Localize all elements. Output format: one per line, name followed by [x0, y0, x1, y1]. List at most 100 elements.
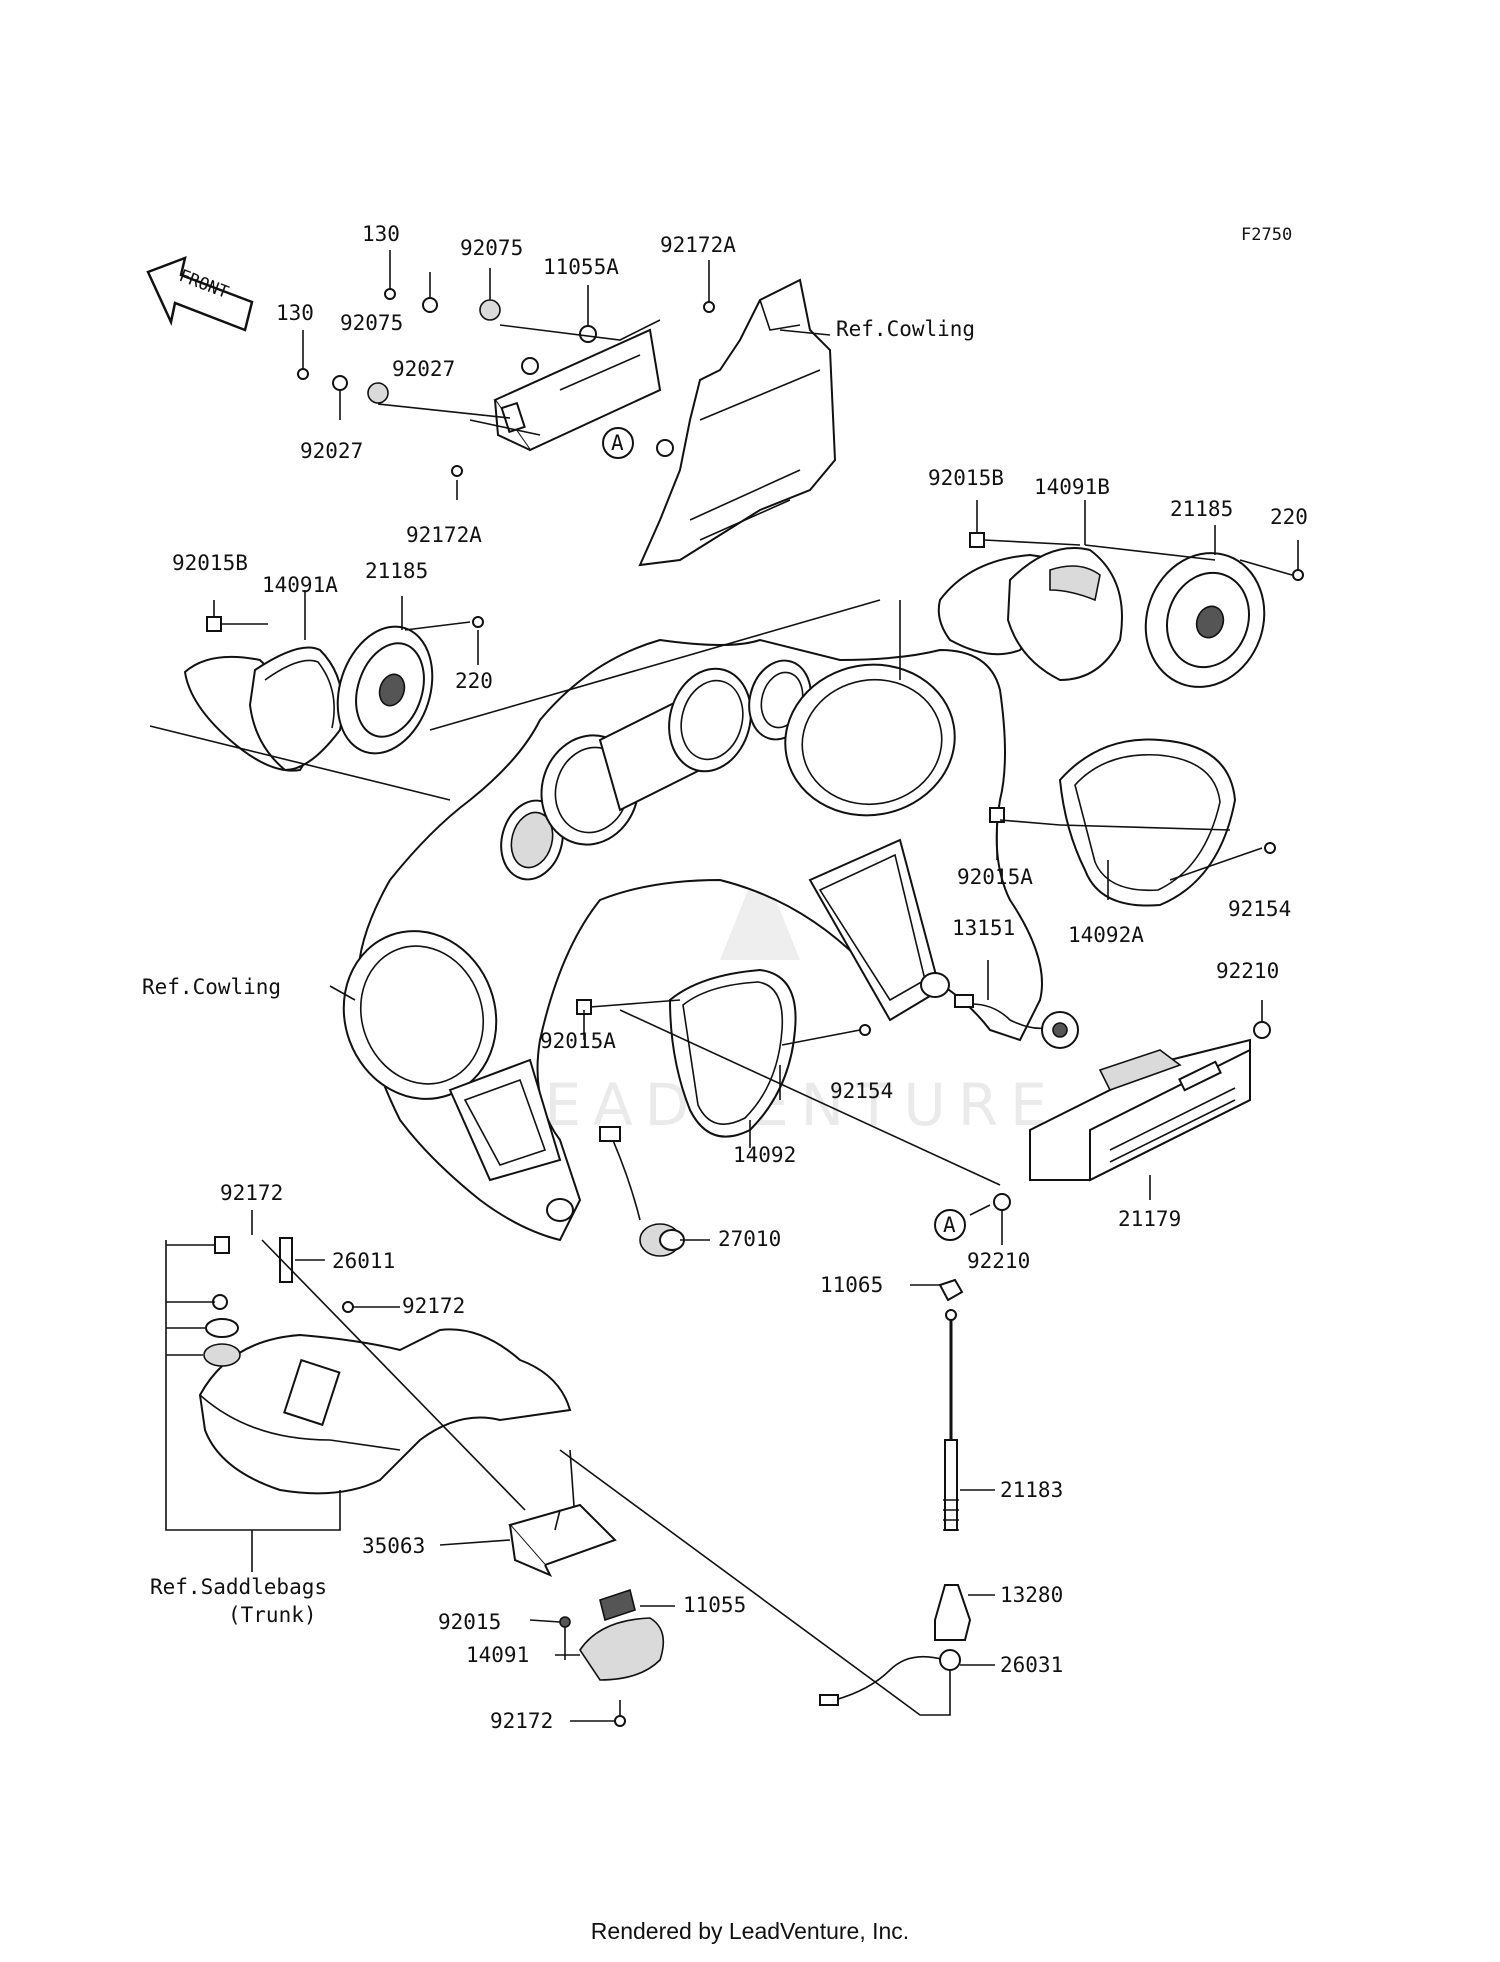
- antenna-base-13280: [934, 1584, 972, 1641]
- callout-a-bottom-letter: A: [943, 1213, 956, 1237]
- screw-92172A-a: [703, 301, 715, 313]
- stack-grommet-b: [203, 1343, 241, 1367]
- ref-saddlebags: Ref.Saddlebags: [150, 1575, 327, 1599]
- screw-220-right: [1292, 569, 1304, 581]
- leader-lines-main: [149, 599, 1263, 1245]
- label-220-right: 220: [1270, 505, 1308, 529]
- label-92172-c: 92172: [490, 1709, 553, 1733]
- trunk-body: [198, 1328, 572, 1495]
- label-92210-bottom: 92210: [967, 1249, 1030, 1273]
- cover-14091: [579, 1617, 665, 1681]
- speaker-ring-14091A: [248, 646, 344, 772]
- label-21183: 21183: [1000, 1478, 1063, 1502]
- radio-21179: [1029, 1038, 1251, 1182]
- screw-220-left: [472, 616, 484, 628]
- label-92154-left: 92154: [830, 1079, 893, 1103]
- label-92015B-right: 92015B: [928, 466, 1004, 490]
- label-14092: 14092: [733, 1143, 796, 1167]
- collar-92027-a: [422, 297, 438, 313]
- stay-26011: [279, 1237, 293, 1283]
- radio-bracket: [493, 328, 662, 452]
- upper-cowling-fragment: [638, 278, 837, 567]
- part-labels: 130 130 92075 92075 11055A 92172A 92172A…: [142, 222, 1308, 1733]
- stack-washer: [212, 1294, 228, 1310]
- leader-lines-left-speaker: [213, 590, 479, 665]
- collar-92210-bottom: [993, 1193, 1011, 1211]
- label-92172A-b: 92172A: [406, 523, 482, 547]
- label-92154-right: 92154: [1228, 897, 1291, 921]
- label-11065: 11065: [820, 1273, 883, 1297]
- label-26011: 26011: [332, 1249, 395, 1273]
- callout-a-top: A: [602, 427, 634, 459]
- antenna-cable-26031: [819, 1649, 961, 1706]
- speaker-21185-left: [336, 625, 434, 755]
- label-92027-b: 92027: [300, 439, 363, 463]
- leader-lines-trunk: [165, 1210, 675, 1722]
- label-92172-a: 92172: [220, 1181, 283, 1205]
- grommet-92075-b: [367, 382, 389, 404]
- speaker-ring-14091B: [1006, 547, 1123, 682]
- ref-saddlebags-trunk: (Trunk): [228, 1603, 317, 1627]
- speaker-grille-14092A: [1058, 738, 1237, 907]
- label-11055: 11055: [683, 1593, 746, 1617]
- label-14091B: 14091B: [1034, 475, 1110, 499]
- label-21185-left: 21185: [365, 559, 428, 583]
- nut-92015: [559, 1616, 571, 1628]
- gauge-opening-center: [668, 667, 752, 773]
- switch-hole-27010: [546, 1198, 574, 1222]
- bolt-130-a: [384, 288, 396, 300]
- label-35063: 35063: [362, 1534, 425, 1558]
- screw-92154-left: [859, 1024, 871, 1036]
- label-21179: 21179: [1118, 1207, 1181, 1231]
- callout-a-top-letter: A: [611, 431, 624, 455]
- label-92027-a: 92027: [392, 357, 455, 381]
- label-13280: 13280: [1000, 1583, 1063, 1607]
- inner-fairing: [342, 638, 1043, 1242]
- collar-92015B-left: [206, 616, 222, 632]
- label-130-a: 130: [362, 222, 400, 246]
- front-arrow-icon: FRONT: [146, 255, 254, 332]
- bracket-35063: [508, 1503, 617, 1577]
- lower-glovebox-left: [448, 1058, 562, 1182]
- label-130-b: 130: [276, 301, 314, 325]
- screw-92172-c: [614, 1715, 626, 1727]
- stack-grommet-a: [205, 1318, 239, 1338]
- collar-92210-top: [1253, 1021, 1271, 1039]
- label-92172A-a: 92172A: [660, 233, 736, 257]
- leader-lines-top: [302, 250, 831, 500]
- speaker-grille-14092: [668, 968, 797, 1138]
- label-11055A: 11055A: [543, 255, 619, 279]
- label-92015A-right: 92015A: [957, 865, 1033, 889]
- leader-lines-right-speaker: [976, 500, 1299, 576]
- ref-cowling-top: Ref.Cowling: [836, 317, 975, 341]
- label-14091A: 14091A: [262, 573, 338, 597]
- footer-credit: Rendered by LeadVenture, Inc.: [590, 1918, 910, 1944]
- label-13151: 13151: [952, 916, 1015, 940]
- label-14092A: 14092A: [1068, 923, 1144, 947]
- bolt-92172-a: [214, 1236, 230, 1254]
- washer-11055: [599, 1588, 636, 1622]
- bolt-130-b: [297, 368, 309, 380]
- grommet-92075-a: [479, 299, 501, 321]
- label-92210-top: 92210: [1216, 959, 1279, 983]
- label-26031: 26031: [1000, 1653, 1063, 1677]
- speaker-opening-left: [342, 930, 498, 1100]
- socket-hole: [920, 972, 950, 998]
- label-92015B-left: 92015B: [172, 551, 248, 575]
- antenna-21183: [943, 1309, 959, 1531]
- label-14091: 14091: [466, 1643, 529, 1667]
- speaker-21185-right: [1144, 552, 1266, 688]
- callout-a-bottom: A: [934, 1209, 966, 1241]
- speaker-opening-right: [784, 663, 956, 817]
- socket-harness-13151: [954, 994, 1079, 1049]
- trunk-hinge: [283, 1358, 341, 1427]
- label-92015: 92015: [438, 1610, 501, 1634]
- label-21185-right: 21185: [1170, 497, 1233, 521]
- diagram-code: F2750: [1241, 225, 1292, 245]
- label-92015A-left: 92015A: [540, 1029, 616, 1053]
- ref-cowling-left: Ref.Cowling: [142, 975, 281, 999]
- collar-92027-b: [332, 375, 348, 391]
- switch-27010: [599, 1126, 685, 1257]
- label-27010: 27010: [718, 1227, 781, 1251]
